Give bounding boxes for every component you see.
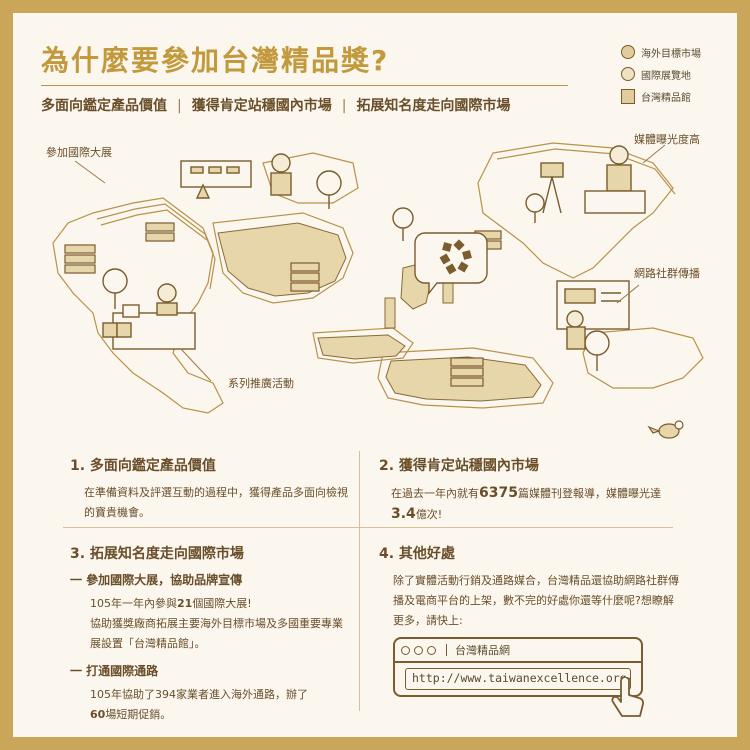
section-title: 4. 其他好處 xyxy=(379,546,455,562)
exposure-value: 3.4 xyxy=(391,506,416,522)
legend-item-exhibition-site: 國際展覽地 xyxy=(621,63,701,85)
section-body: 除了實體活動行銷及通路媒合，台灣精品還協助網路社群傳播及電商平台的上架，數不完的… xyxy=(393,574,679,627)
stack-icon xyxy=(621,88,635,104)
pavilion-stack-icon xyxy=(64,244,96,274)
tree-icon xyxy=(525,193,545,223)
browser-tab-label: 台灣精品網 xyxy=(455,644,510,657)
body-text: 億次! xyxy=(415,508,443,521)
media-camera-illustration xyxy=(540,145,646,214)
body-text: 105年一年內參與 xyxy=(90,597,177,610)
circle-filled-icon xyxy=(621,45,635,59)
seller-counter-illustration xyxy=(102,283,196,350)
body-text: 協助獲獎廠商拓展主要海外目標市場及多國重要專業展設置「台灣精品館」。 xyxy=(90,617,343,650)
body-text: 105年協助了394家業者進入海外通路，辦了 xyxy=(90,688,308,701)
subsection-body: 105年協助了394家業者進入海外通路，辦了 60場短期促銷。 xyxy=(70,685,350,725)
section-body: 在準備資料及評選互動的過程中，獲得產品多面向檢視的寶貴機會。 xyxy=(84,486,348,519)
social-screen-illustration xyxy=(556,280,630,350)
bird-icon xyxy=(647,420,684,439)
australia-outline xyxy=(582,327,704,389)
section-divider-horizontal xyxy=(63,527,673,528)
legend-item-pavilion: 台灣精品館 xyxy=(621,85,701,107)
legend-label: 台灣精品館 xyxy=(641,92,691,104)
pointer-hand-icon xyxy=(611,677,644,717)
browser-window-illustration: 台灣精品網 http://www.taiwanexcellence.org/ xyxy=(393,637,643,697)
taiwan-excellence-logo xyxy=(414,232,488,295)
browser-tab-bar: 台灣精品網 xyxy=(395,639,641,663)
subtitle-item: 拓展知名度走向國際市場 xyxy=(356,98,511,114)
exhibition-count-value: 21 xyxy=(177,597,193,610)
callout-social: 網路社群傳播 xyxy=(634,267,700,280)
section-divider-vertical xyxy=(359,451,360,711)
section-4: 4. 其他好處 除了實體活動行銷及通路媒合，台灣精品還協助網路社群傳播及電商平台… xyxy=(379,543,679,631)
callout-exhibition: 參加國際大展 xyxy=(46,146,112,159)
tree-icon xyxy=(392,207,414,241)
tree-icon xyxy=(102,268,128,309)
title-divider xyxy=(41,85,568,86)
section-title: 1. 多面向鑑定產品價值 xyxy=(70,458,216,474)
world-map-illustration xyxy=(52,142,704,439)
callout-media: 媒體曝光度高 xyxy=(634,133,700,146)
section-1: 1. 多面向鑑定產品價值 在準備資料及評選互動的過程中，獲得產品多面向檢視的寶貴… xyxy=(70,455,350,523)
section-body: 在過去一年內就有6375篇媒體刊登報導，媒體曝光達 3.4億次! xyxy=(379,483,679,525)
americas-outline xyxy=(52,197,224,414)
americas-outline-echo xyxy=(100,209,208,241)
section-2: 2. 獲得肯定站穩國內市場 在過去一年內就有6375篇媒體刊登報導，媒體曝光達 3… xyxy=(379,455,679,525)
subtitle-item: 多面向鑑定產品價值 xyxy=(41,98,167,114)
africa-outline xyxy=(377,347,554,409)
subtitle-separator: | xyxy=(177,98,182,114)
circle-light-icon xyxy=(621,67,635,81)
section-3: 3. 拓展知名度走向國際市場 一 參加國際大展，協助品牌宣傳 105年一年內參與… xyxy=(70,543,350,725)
infographic-canvas: 為什麼要參加台灣精品獎? 多面向鑑定產品價值 | 獲得肯定站穩國內市場 | 拓展知名度走… xyxy=(13,13,737,737)
pavilion-stack-icon xyxy=(145,222,175,242)
callout-leader-line xyxy=(74,160,106,184)
landmass-small-island xyxy=(384,297,396,329)
subtitle-row: 多面向鑑定產品價值 | 獲得肯定站穩國內市場 | 拓展知名度走向國際市場 xyxy=(41,95,510,115)
legend-item-overseas-market: 海外目標市場 xyxy=(621,41,701,63)
legend-label: 海外目標市場 xyxy=(641,48,701,60)
callout-events: 系列推廣活動 xyxy=(228,377,294,390)
body-text: 個國際大展! xyxy=(192,597,252,610)
map-legend: 海外目標市場 國際展覽地 台灣精品館 xyxy=(621,41,701,107)
tree-icon xyxy=(316,170,342,209)
window-dot-icon xyxy=(414,645,423,655)
media-count-value: 6375 xyxy=(479,485,518,501)
body-text: 篇媒體刊登報導，媒體曝光達 xyxy=(517,487,661,500)
exhibition-booth-illustration xyxy=(180,153,292,199)
section-title: 3. 拓展知名度走向國際市場 xyxy=(70,546,244,562)
eurasia-outline-echo xyxy=(496,148,676,195)
callout-leader-line xyxy=(642,144,666,164)
landmass-central xyxy=(217,222,347,297)
callout-leader-line xyxy=(180,348,212,382)
tab-separator xyxy=(446,644,447,656)
subtitle-item: 獲得肯定站穩國內市場 xyxy=(191,98,332,114)
callout-leader-line xyxy=(616,284,640,304)
landmass-small-island xyxy=(442,282,454,304)
subsection-body: 105年一年內參與21個國際大展! 協助獲獎廠商拓展主要海外目標市場及多國重要專業… xyxy=(70,594,350,654)
subtitle-separator: | xyxy=(341,98,347,114)
legend-label: 國際展覽地 xyxy=(641,70,691,82)
pavilion-stack-icon xyxy=(290,262,320,292)
subsection-title: 一 參加國際大展，協助品牌宣傳 xyxy=(70,573,243,587)
url-link[interactable]: http://www.taiwanexcellence.org/ xyxy=(405,668,631,690)
body-text: 在過去一年內就有 xyxy=(391,487,479,500)
eurasia-outline xyxy=(477,142,674,279)
tree-icon xyxy=(584,330,610,371)
body-text: 場短期促銷。 xyxy=(105,708,172,721)
section-title: 2. 獲得肯定站穩國內市場 xyxy=(379,458,539,474)
window-dot-icon xyxy=(427,645,436,655)
page-title: 為什麼要參加台灣精品獎? xyxy=(41,44,390,77)
landmass-south-strip xyxy=(317,334,406,360)
pavilion-stack-icon xyxy=(450,357,484,387)
subsection-title: 一 打通國際通路 xyxy=(70,664,159,678)
central-landmass-outline xyxy=(212,212,354,304)
window-dot-icon xyxy=(401,645,410,655)
promotion-count-value: 60 xyxy=(90,708,106,721)
americas-outline-echo xyxy=(96,203,216,290)
